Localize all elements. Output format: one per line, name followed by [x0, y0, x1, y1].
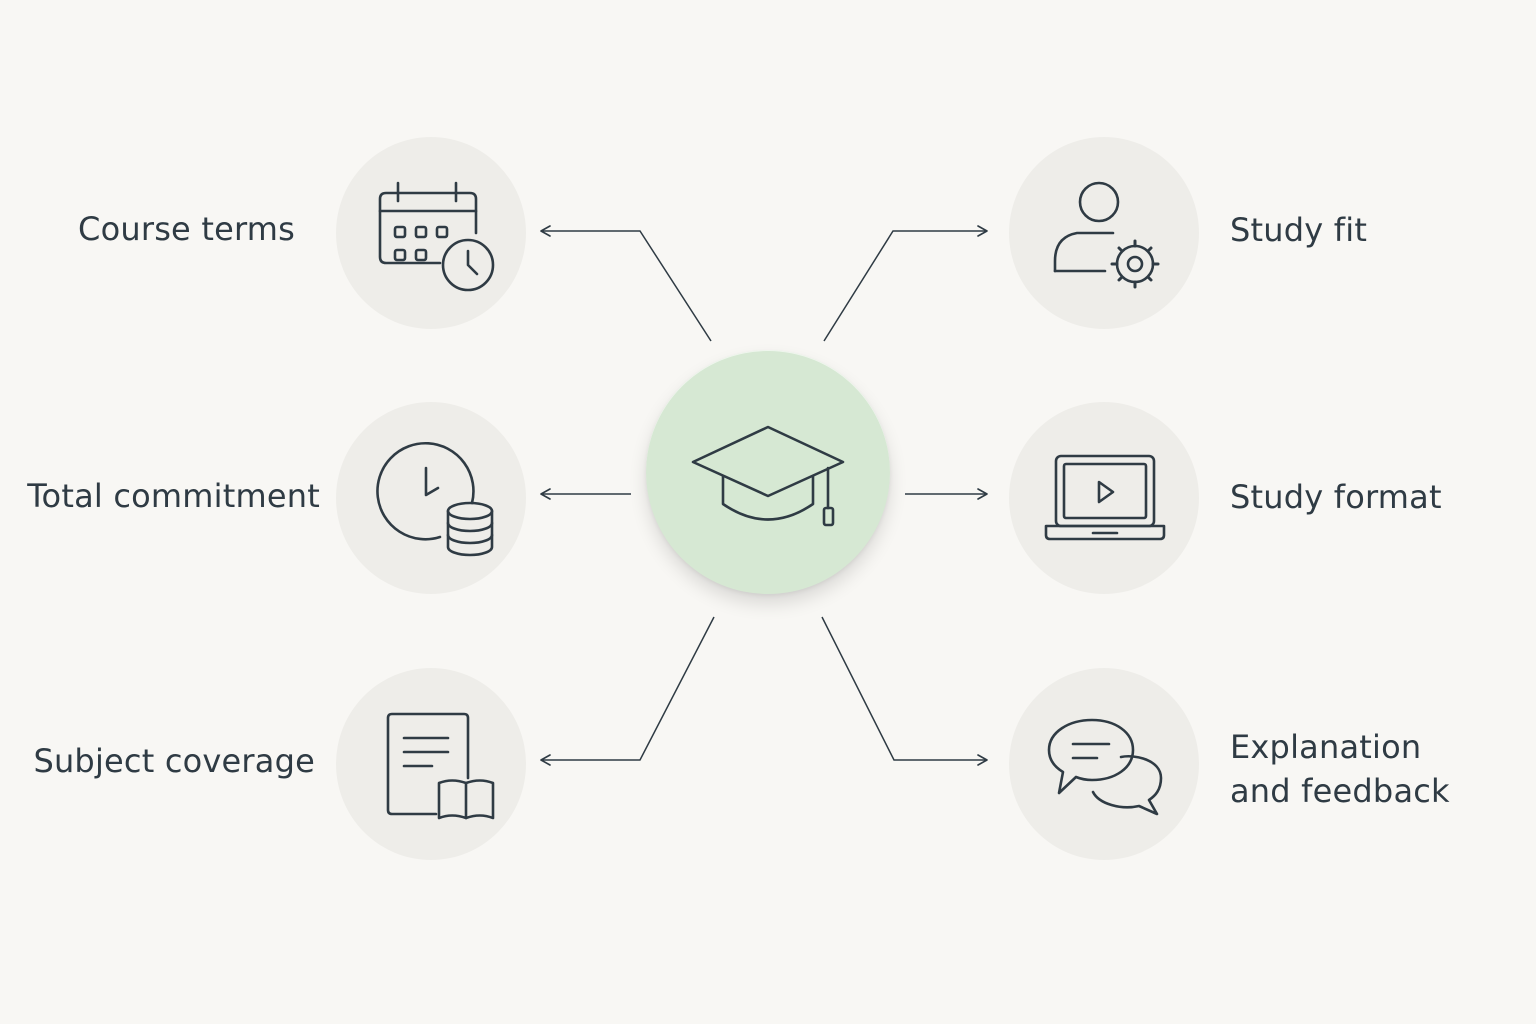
label-study-fit: Study fit: [1230, 211, 1368, 249]
node-explanation-feedback: [1009, 668, 1199, 860]
connector-subject-coverage: [540, 616, 715, 766]
label-total-commitment: Total commitment: [27, 477, 320, 515]
laptop-video-icon: [1044, 454, 1166, 541]
document-book-icon: [386, 712, 495, 820]
connector-explanation-feedback: [821, 616, 988, 766]
clock-coins-icon: [376, 441, 494, 557]
center-hub: [646, 350, 890, 594]
user-gear-icon: [1053, 181, 1160, 289]
label-study-format: Study format: [1230, 478, 1442, 516]
label-explanation-line2: and feedback: [1230, 772, 1450, 810]
connector-study-fit: [823, 225, 988, 342]
label-course-terms: Course terms: [78, 210, 295, 248]
node-total-commitment: [336, 402, 526, 594]
node-subject-coverage: [336, 668, 526, 860]
graduation-cap-icon: [691, 425, 845, 527]
chat-bubbles-icon: [1047, 718, 1163, 816]
label-explanation-feedback: Explanation and feedback: [1230, 725, 1450, 813]
node-course-terms: [336, 137, 526, 329]
label-subject-coverage: Subject coverage: [33, 742, 315, 780]
connector-course-terms: [540, 225, 712, 342]
node-study-format: [1009, 402, 1199, 594]
calendar-clock-icon: [378, 181, 495, 292]
label-explanation-line1: Explanation: [1230, 728, 1422, 766]
node-study-fit: [1009, 137, 1199, 329]
